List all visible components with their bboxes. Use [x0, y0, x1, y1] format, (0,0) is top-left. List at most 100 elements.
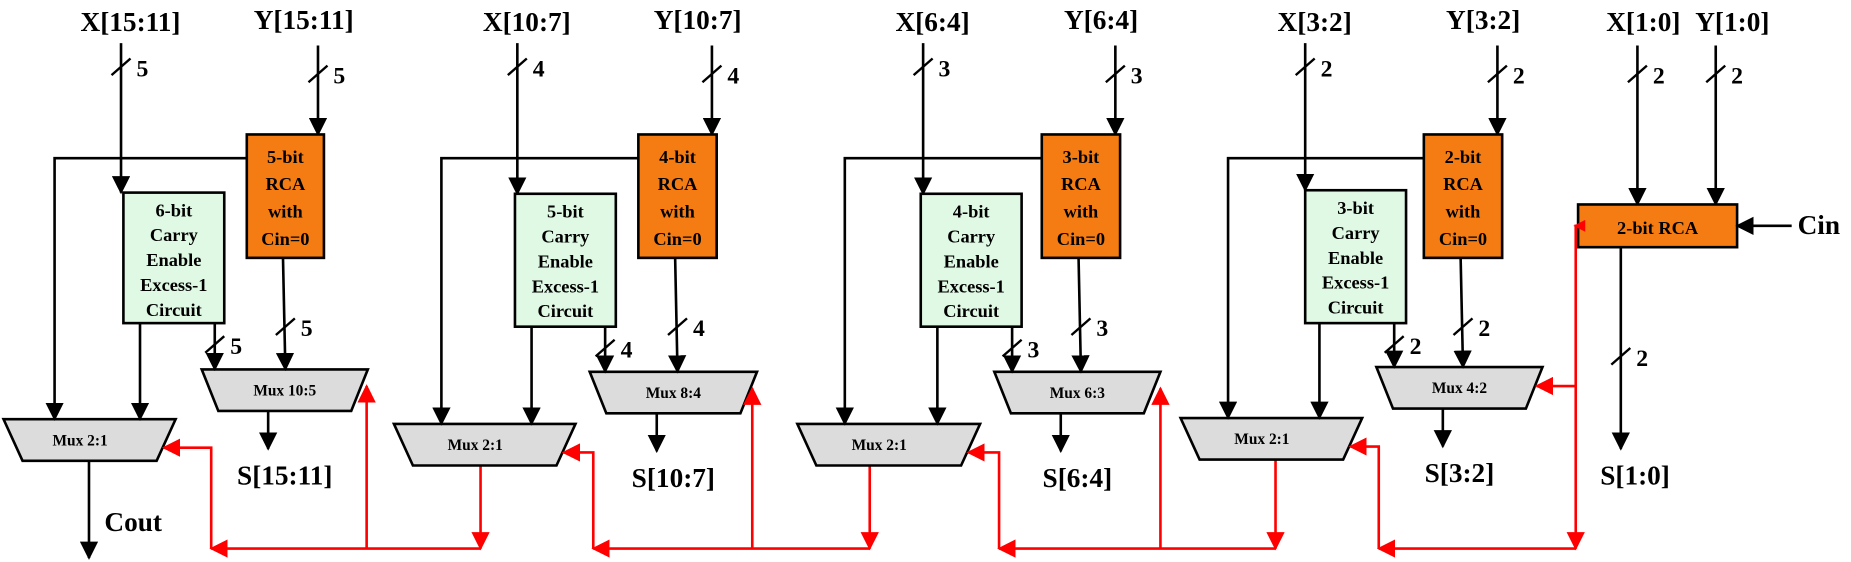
rca-box-text: with — [1446, 202, 1481, 222]
excess-1-box-text: Carry — [947, 226, 996, 246]
y-input-width-label: 5 — [333, 63, 345, 89]
rca-carry-wire — [835, 156, 1042, 426]
excess-1-box-text: Circuit — [943, 301, 1000, 321]
cin-label: Cin — [1798, 210, 1840, 240]
rca-sum-slash — [667, 317, 688, 336]
carry-mux-2to1 — [795, 422, 983, 467]
rca-with-cin0-box — [1040, 133, 1122, 260]
rca-box-text: Cin=0 — [1057, 229, 1105, 249]
excess-1-box-text: Carry — [541, 226, 590, 246]
rca-box-text: 3-bit — [1063, 147, 1101, 167]
rca-sum-width-label: 4 — [693, 316, 705, 342]
y-input-width-label: 4 — [727, 63, 739, 89]
cout-label: Cout — [104, 507, 162, 537]
rca-box-text: 5-bit — [267, 147, 305, 167]
excess-1-circuit-box — [513, 192, 618, 328]
carry-select-wire — [1348, 437, 1381, 549]
x-input-width-label: 3 — [939, 56, 951, 82]
carry-mux-2to1 — [1178, 416, 1365, 461]
x-input-width-label: 4 — [533, 56, 545, 82]
excess-1-sum-width-label: 2 — [1410, 334, 1422, 360]
excess-1-sum-width-label: 4 — [621, 338, 633, 364]
rca-box-text: Cin=0 — [1439, 229, 1487, 249]
excess-1-circuit-box — [122, 191, 226, 325]
sum-mux — [199, 368, 370, 413]
excess-1-sum-width-label: 5 — [230, 334, 242, 360]
sum-mux-label: Mux 8:4 — [646, 385, 701, 402]
excess-1-box-text: Circuit — [537, 301, 594, 321]
rca-box-text: 2-bit — [1445, 147, 1483, 167]
rca-sum-slash — [1070, 317, 1092, 336]
excess-1-sum-slash — [204, 335, 226, 354]
y-input-label: Y[3:2] — [1446, 5, 1520, 35]
sum-output-label: S[10:7] — [632, 463, 715, 493]
rca-box-text: RCA — [1061, 174, 1102, 194]
y-input-label: Y[15:11] — [254, 5, 354, 35]
lsb-sum-slash — [1610, 347, 1632, 366]
rca-sum-wire — [668, 257, 687, 374]
lsb-rca-label: 2-bit RCA — [1617, 218, 1699, 238]
rca-box-text: Cin=0 — [653, 229, 701, 249]
lsb-rca-box — [1576, 203, 1739, 249]
x-input-label: X[1:0] — [1606, 7, 1680, 37]
y-input-label: Y[1:0] — [1695, 7, 1769, 37]
x-input-label: X[3:2] — [1278, 7, 1352, 37]
carry-mux-2to1 — [1, 417, 178, 463]
carry-mux-label: Mux 2:1 — [852, 437, 907, 454]
excess-1-box-text: Enable — [1328, 248, 1383, 268]
excess-1-box-text: Enable — [944, 251, 999, 271]
excess-1-box-text: 4-bit — [953, 202, 991, 222]
y-input-width-label: 3 — [1131, 63, 1143, 89]
x-input-slash — [110, 57, 132, 77]
x-input-width-label: 2 — [1321, 56, 1333, 82]
excess-1-box-text: Carry — [1332, 223, 1381, 243]
y-input-label: Y[6:4] — [1064, 5, 1138, 35]
excess-1-box-text: Enable — [538, 251, 593, 271]
rca-box-text: 4-bit — [659, 147, 697, 167]
rca-carry-wire — [432, 156, 639, 426]
sum-mux-label: Mux 10:5 — [253, 383, 316, 400]
excess-1-circuit-box — [1303, 188, 1408, 325]
lsb-sum-width-label: 2 — [1636, 346, 1648, 372]
rca-sum-width-label: 5 — [301, 316, 313, 342]
rca-with-cin0-box — [1422, 133, 1504, 260]
excess-1-box-text: Excess-1 — [532, 276, 599, 296]
x-input-slash — [1294, 57, 1316, 77]
excess-1-box-text: Excess-1 — [1322, 273, 1389, 293]
carry-mux-label: Mux 2:1 — [448, 437, 503, 454]
rca-sum-slash — [275, 317, 296, 336]
sum-mux-label: Mux 6:3 — [1050, 385, 1105, 402]
rca-box-text: RCA — [1443, 174, 1484, 194]
y-input-label: Y[10:7] — [654, 5, 742, 35]
sum-mux — [992, 370, 1163, 415]
sum-mux — [1374, 365, 1545, 410]
carry-select-wire — [966, 443, 1001, 549]
rca-with-cin0-box — [637, 133, 718, 260]
excess-1-sum-slash — [594, 338, 616, 358]
rca-sum-wire — [1453, 257, 1472, 369]
lsb-sum-label: S[1:0] — [1600, 460, 1670, 490]
excess-1-box-text: 3-bit — [1337, 198, 1375, 218]
rca-carry-wire — [1218, 156, 1424, 420]
excess-1-box-text: Circuit — [1328, 298, 1385, 318]
rca-with-cin0-box — [245, 133, 326, 260]
y-input-width-label: 2 — [1513, 63, 1525, 89]
rca-sum-wire — [275, 257, 295, 372]
sum-output-label: S[3:2] — [1425, 458, 1495, 488]
excess-1-box-text: Excess-1 — [140, 275, 207, 295]
carry-select-wire — [161, 438, 213, 549]
x-input-label: X[6:4] — [895, 7, 969, 37]
rca-box-text: with — [660, 202, 695, 222]
rca-sum-slash — [1452, 317, 1474, 336]
rca-sum-wire — [1071, 257, 1090, 374]
carry-mux-2to1 — [391, 422, 578, 467]
excess-1-sum-width-label: 3 — [1028, 338, 1040, 364]
carry-select-wire — [1574, 224, 1579, 549]
sum-mux-label: Mux 4:2 — [1432, 380, 1487, 397]
x-input-width-label: 5 — [136, 56, 148, 82]
x-input-slash — [912, 57, 934, 77]
sum-output-label: S[15:11] — [237, 460, 332, 490]
excess-1-box-text: 5-bit — [547, 202, 585, 222]
excess-1-box-text: Carry — [150, 225, 199, 245]
